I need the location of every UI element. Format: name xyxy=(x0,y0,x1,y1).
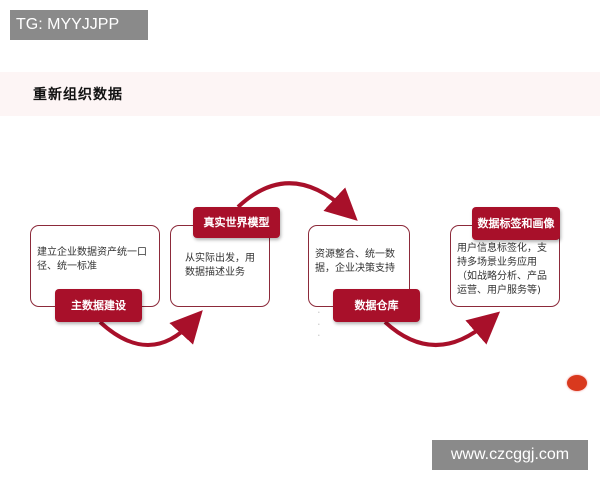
step-3-label: 数据仓库 xyxy=(333,289,420,322)
step-4-label: 数据标签和画像 xyxy=(472,207,560,240)
arrow-2 xyxy=(236,181,358,221)
step-1-label: 主数据建设 xyxy=(55,289,142,322)
lantern-icon xyxy=(567,375,587,391)
step-4-text: 用户信息标签化，支持多场景业务应用（如战略分析、产品运营、用户服务等) xyxy=(457,243,547,296)
watermark-bottom: www.czcggj.com xyxy=(432,440,588,470)
watermark-top: TG: MYYJJPP xyxy=(10,10,148,40)
step-2-label: 真实世界模型 xyxy=(193,207,280,238)
header-band xyxy=(0,72,600,116)
arrow-3 xyxy=(383,311,501,347)
faint-bullets: • xyxy=(318,310,320,314)
step-1-text: 建立企业数据资产统一口径、统一标准 xyxy=(37,247,147,272)
page-title: 重新组织数据 xyxy=(33,87,123,103)
step-3-text: 资源整合、统一数据，企业决策支持 xyxy=(315,249,395,274)
arrow-1 xyxy=(98,310,203,347)
step-2-box: 从实际出发，用数据描述业务 xyxy=(170,225,270,307)
step-2-text: 从实际出发，用数据描述业务 xyxy=(185,253,255,278)
